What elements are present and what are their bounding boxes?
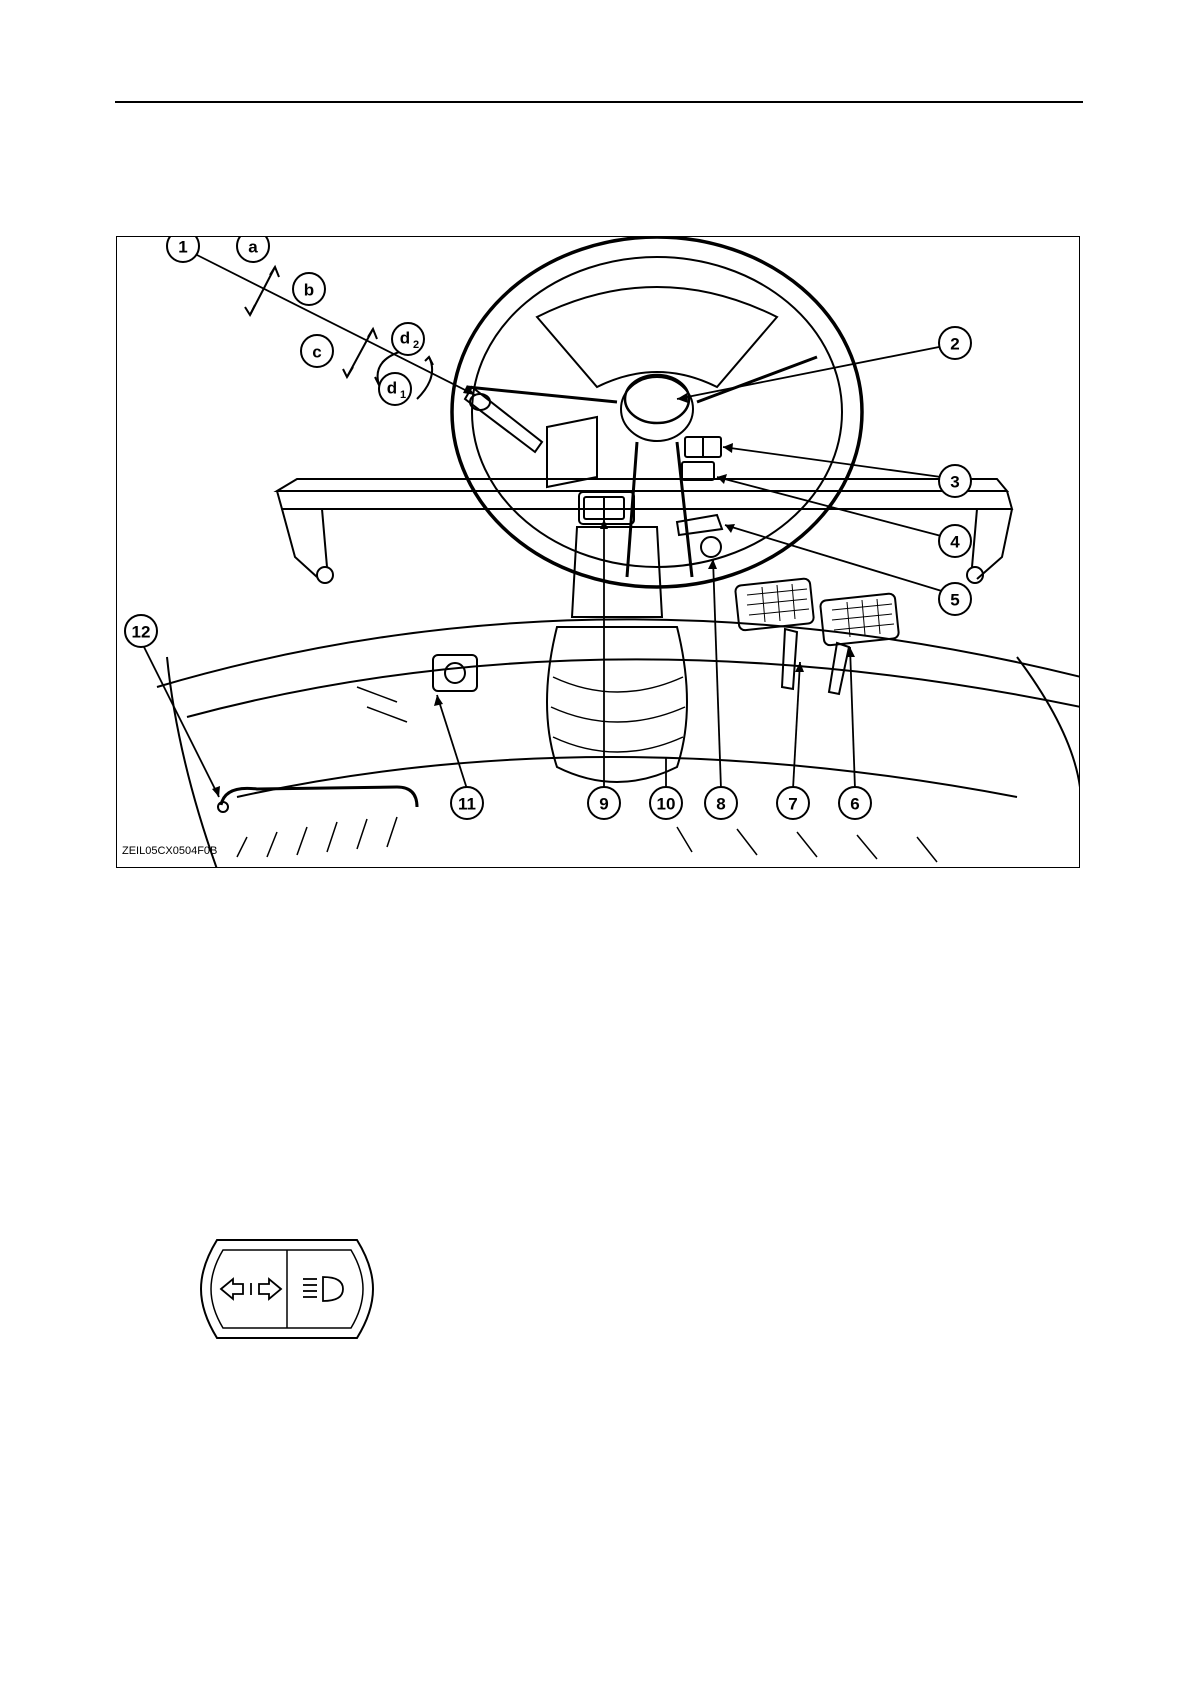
direction-label-d2: d [400,329,410,348]
dashboard-strut-right [972,509,977,567]
column-shroud-left [547,417,597,487]
steering-wheel-opening-top [537,287,777,387]
callout-11: 11 [458,795,476,814]
item-11-dial [445,663,465,683]
callout-8: 8 [716,795,725,814]
page-header-rule [115,101,1083,103]
callout-9: 9 [599,795,608,814]
pedal-6-arm [829,643,849,694]
lever-5 [677,515,722,535]
callout-1: 1 [178,238,187,257]
direction-label-b: b [304,281,314,300]
dashboard-edge [277,491,1012,509]
callout-2: 2 [950,335,959,354]
callout-12: 12 [132,623,151,642]
switch-4-body [682,462,714,480]
dashboard-panel [277,479,1007,491]
direction-label-d1: d [387,379,397,398]
fender-right [1017,657,1080,797]
floor-arc-outer [157,619,1080,687]
steering-wheel-rim-inner [472,257,842,567]
leader-arrowheads [212,385,855,797]
knob-8 [701,537,721,557]
figure-code: ZEIL05CX0504F0B [122,846,217,857]
callout-3: 3 [950,473,959,492]
steering-controls-figure: 1 2 3 4 5 6 7 8 9 10 11 12 a b c d 2 d 1… [116,236,1080,868]
callout-4: 4 [950,533,960,552]
direction-label-d1-sub: 1 [400,389,406,401]
handle-12-end [218,802,228,812]
dashboard-strut-left [322,509,327,567]
callout-10: 10 [657,795,676,814]
pedal-7-arm [782,629,797,689]
steering-hub [621,377,693,441]
leader-lines [143,255,945,797]
steering-column [572,527,662,617]
floor-arc-inner [237,757,1017,797]
callout-6: 6 [850,795,859,814]
callout-5: 5 [950,591,959,610]
direction-label-d2-sub: 2 [413,339,419,351]
light-switch-drawing [199,1236,375,1342]
tyre-tread [237,687,937,862]
callout-7: 7 [788,795,797,814]
light-switch-symbol [199,1236,375,1347]
figure-drawing: 1 2 3 4 5 6 7 8 9 10 11 12 a b c d 2 d 1 [117,237,1080,868]
direction-label-c: c [312,343,321,362]
boot-folds [551,677,685,752]
floor-arc-mid [187,659,1080,717]
dashboard-mount-left [317,567,333,583]
direction-label-a: a [248,238,258,257]
fender-left [167,657,217,868]
dashboard-side [282,509,1012,579]
item-11-switch [433,655,477,691]
handle-12 [221,787,417,807]
